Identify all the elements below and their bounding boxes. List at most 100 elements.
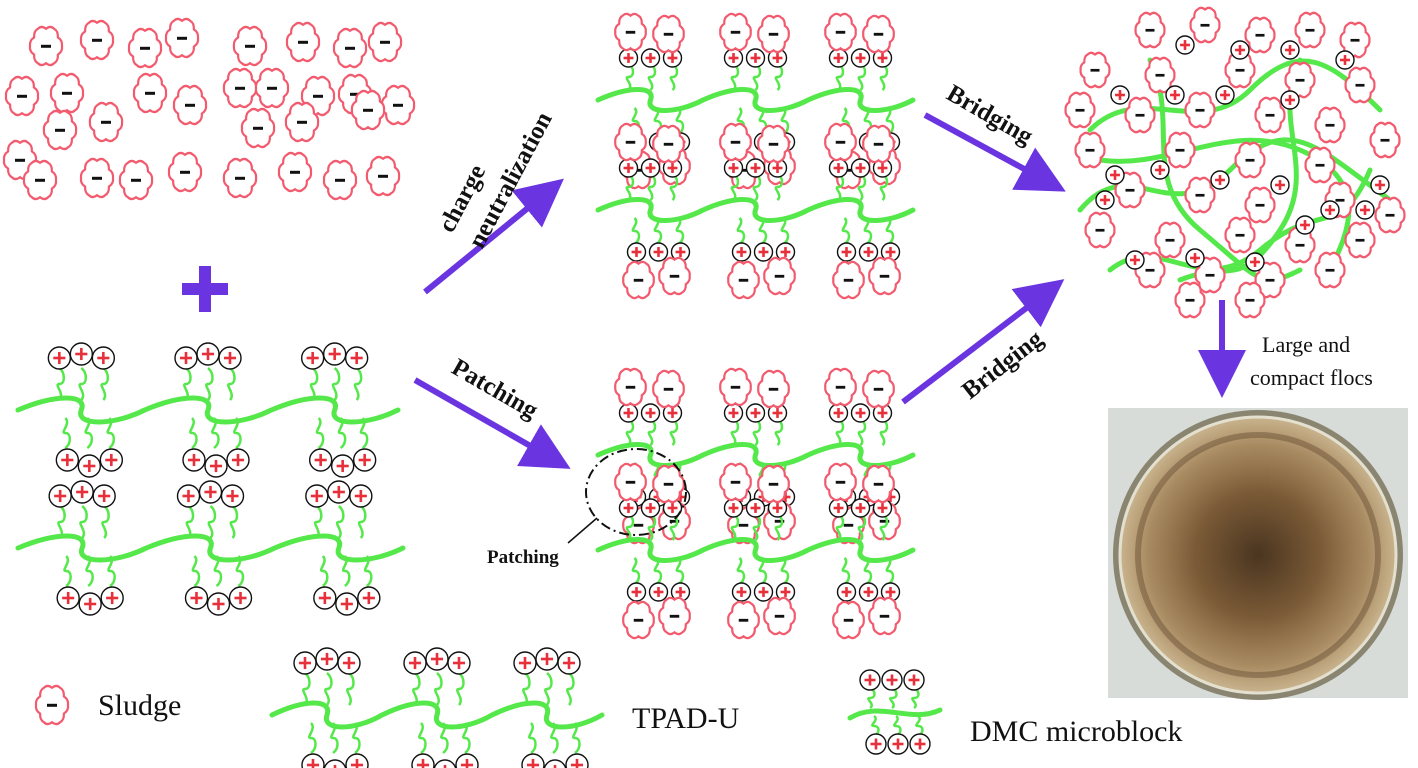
patching-highlight-circle xyxy=(585,448,687,536)
sludge-particle-icon xyxy=(88,101,124,143)
sludge-particle-icon xyxy=(757,14,790,54)
sludge-particle-icon xyxy=(1254,96,1286,134)
sludge-particle-icon xyxy=(1084,211,1116,249)
sludge-particle-icon xyxy=(284,101,320,143)
positive-charge-icon xyxy=(731,582,752,602)
polymer-backbone xyxy=(269,700,605,730)
sludge-particle-icon xyxy=(277,151,313,193)
positive-charge-icon xyxy=(47,346,72,370)
positive-charge-icon xyxy=(1095,190,1115,210)
positive-charge-icon xyxy=(745,498,766,518)
positive-charge-icon xyxy=(662,403,683,423)
sludge-particle-icon xyxy=(757,369,790,409)
polymer-backbone xyxy=(1097,137,1352,273)
patching-arrow-label: Patching xyxy=(447,354,543,425)
polymer-backbone xyxy=(847,707,943,721)
positive-charge-icon xyxy=(723,498,744,518)
positive-charge-icon xyxy=(1165,85,1185,105)
sludge-particle-icon xyxy=(1174,281,1206,319)
positive-charge-icon xyxy=(308,448,333,472)
positive-charge-icon xyxy=(626,582,647,602)
positive-charge-icon xyxy=(648,582,669,602)
positive-charge-icon xyxy=(648,242,669,262)
positive-charge-icon xyxy=(618,48,639,68)
positive-charge-icon xyxy=(357,586,381,610)
sludge-particle-icon xyxy=(1254,261,1286,299)
sludge-particle-icon xyxy=(824,367,857,407)
sludge-particle-icon xyxy=(719,367,752,407)
bridged-floc-group xyxy=(1064,6,1406,319)
positive-charge-icon xyxy=(335,592,359,616)
positive-charge-icon xyxy=(723,48,744,68)
sludge-particle-icon xyxy=(824,122,857,162)
sludge-particle-icon xyxy=(658,596,691,636)
polymer-backbone xyxy=(15,533,406,563)
positive-charge-icon xyxy=(640,403,661,423)
sludge-particle-icon xyxy=(862,369,895,409)
positive-charge-icon xyxy=(70,480,94,504)
positive-charge-icon xyxy=(403,651,427,675)
positive-charge-icon xyxy=(557,651,581,675)
sludge-particle-icon xyxy=(164,17,200,59)
positive-charge-icon xyxy=(865,733,887,755)
positive-charge-icon xyxy=(1280,90,1300,110)
positive-charge-icon xyxy=(909,733,931,755)
sludge-particle-icon xyxy=(1074,131,1106,169)
sludge-particle-icon xyxy=(719,122,752,162)
sludge-particle-icon xyxy=(42,109,78,151)
sludge-particle-icon xyxy=(118,159,154,201)
sludge-particle-icon xyxy=(1314,251,1346,289)
charge-neutralized-group xyxy=(595,12,916,300)
legend-tpad-label: TPAD-U xyxy=(632,702,740,735)
positive-charge-icon xyxy=(723,158,744,178)
positive-charge-icon xyxy=(56,586,80,610)
sludge-particle-icon xyxy=(367,21,403,63)
positive-charge-icon xyxy=(836,582,857,602)
patching-pointer xyxy=(567,517,598,544)
positive-charge-icon xyxy=(198,480,223,504)
patching-note-label: Patching xyxy=(487,547,559,568)
positive-charge-icon xyxy=(1355,200,1375,220)
positive-charge-icon xyxy=(100,586,124,610)
sludge-particle-icon xyxy=(1184,91,1216,129)
positive-charge-icon xyxy=(850,48,871,68)
sludge-particle-icon xyxy=(1164,131,1196,169)
positive-charge-icon xyxy=(323,759,347,768)
sludge-particle-icon xyxy=(862,14,895,54)
patching-arrow xyxy=(413,377,571,469)
positive-charge-icon xyxy=(447,651,471,675)
sludge-particle-icon xyxy=(719,462,752,502)
sludge-particle-icon xyxy=(868,596,901,636)
polymer-backbone xyxy=(595,442,916,468)
positive-charge-icon xyxy=(543,759,567,768)
positive-charge-icon xyxy=(305,484,329,508)
dispersed-sludge-group xyxy=(2,17,416,201)
sludge-particle-icon xyxy=(727,260,760,300)
bridging-bottom-arrow xyxy=(901,279,1065,405)
positive-charge-icon xyxy=(640,498,661,518)
positive-charge-icon xyxy=(228,586,253,610)
sludge-particle-icon xyxy=(1184,176,1216,214)
positive-charge-icon xyxy=(99,448,124,472)
sludge-particle-icon xyxy=(1154,221,1186,259)
sludge-particle-icon xyxy=(1344,221,1376,259)
positive-charge-icon xyxy=(640,158,661,178)
positive-charge-icon xyxy=(618,158,639,178)
sludge-particle-icon xyxy=(222,157,258,199)
tpad-u-polymer-group xyxy=(15,342,406,616)
positive-charge-icon xyxy=(345,753,369,768)
positive-charge-icon xyxy=(55,448,80,472)
positive-charge-icon xyxy=(1230,40,1250,60)
sludge-particle-icon xyxy=(1114,171,1146,209)
positive-charge-icon xyxy=(1320,200,1340,220)
positive-charge-icon xyxy=(626,242,647,262)
flocs-label-line2: compact flocs xyxy=(1250,365,1373,390)
sludge-particle-icon xyxy=(757,124,790,164)
positive-charge-icon xyxy=(670,582,691,602)
positive-charge-icon xyxy=(513,651,537,675)
bridging-top-label: Bridging xyxy=(942,80,1038,151)
positive-charge-icon xyxy=(349,484,373,508)
positive-charge-icon xyxy=(731,242,752,262)
sludge-particle-icon xyxy=(49,72,85,114)
positive-charge-icon xyxy=(425,647,449,671)
